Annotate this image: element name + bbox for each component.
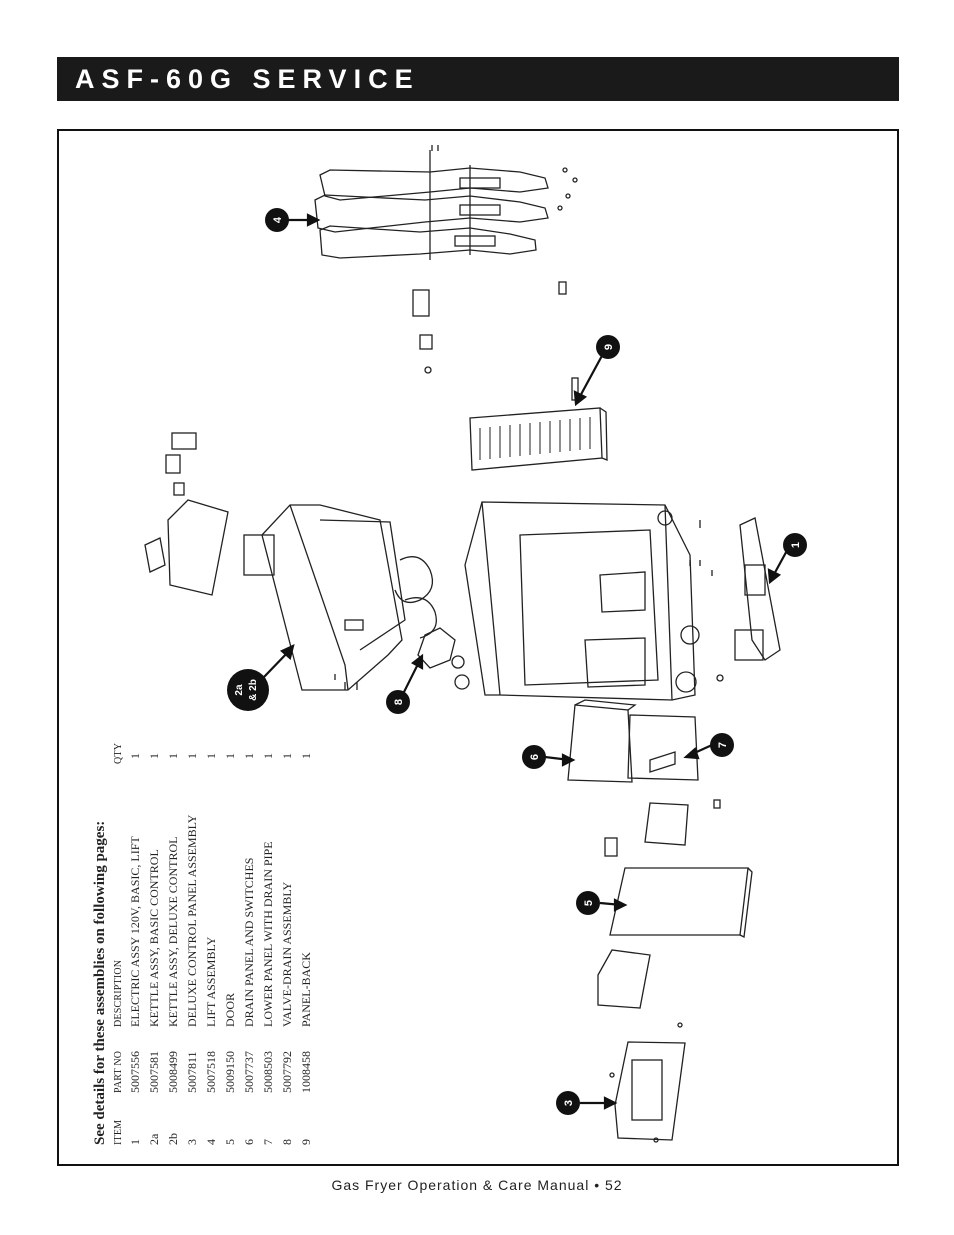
callout-1 xyxy=(783,533,807,557)
col-header-item: ITEM xyxy=(113,1119,124,1145)
page-title: ASF-60G SERVICE xyxy=(75,64,420,94)
bracket-part xyxy=(412,289,430,317)
back-panel-drawing xyxy=(469,407,608,471)
callout-9 xyxy=(596,335,620,359)
small-bracket-part xyxy=(419,334,433,350)
table-row: 3 5007811 DELUXE CONTROL PANEL ASSEMBLY … xyxy=(185,753,199,1145)
col-header-description: DESCRIPTION xyxy=(113,959,124,1027)
callout-3 xyxy=(556,1091,580,1115)
kettle-assembly-drawing xyxy=(243,504,437,691)
parts-table: See details for these assemblies on foll… xyxy=(88,145,323,1145)
svg-text:9: 9 xyxy=(603,344,615,350)
callout-4 xyxy=(265,208,289,232)
drain-panel-drawing xyxy=(567,704,633,783)
table-row: 4 5007518 LIFT ASSEMBLY 1 xyxy=(204,753,218,1145)
svg-text:8: 8 xyxy=(393,699,405,705)
bracket-assembly-drawing xyxy=(597,949,651,1009)
header-bar: ASF-60G SERVICE xyxy=(57,57,899,101)
diagram-frame xyxy=(57,129,899,1166)
callout-2a-2b xyxy=(227,669,269,711)
svg-text:5: 5 xyxy=(583,900,595,906)
table-row: 9 1008458 PANEL-BACK 1 xyxy=(299,753,313,1145)
table-row: 2a 5007581 KETTLE ASSY, BASIC CONTROL 1 xyxy=(147,753,161,1145)
table-row: 1 5007556 ELECTRIC ASSY 120V, BASIC, LIF… xyxy=(128,753,142,1145)
control-panel-drawing xyxy=(614,1041,686,1141)
door-drawing xyxy=(609,867,749,936)
callout-8 xyxy=(386,690,410,714)
parts-table-heading: See details for these assemblies on foll… xyxy=(92,820,108,1145)
page-footer: Gas Fryer Operation & Care Manual • 52 xyxy=(331,1177,623,1193)
svg-text:2a: 2a xyxy=(234,684,245,696)
callout-7 xyxy=(710,733,734,757)
callout-5 xyxy=(576,891,600,915)
callout-6 xyxy=(522,745,546,769)
table-row: 7 5008503 LOWER PANEL WITH DRAIN PIPE 1 xyxy=(261,753,275,1145)
svg-text:4: 4 xyxy=(272,216,284,223)
col-header-qty: QTY xyxy=(113,742,124,764)
lift-assembly-drawing xyxy=(314,145,578,260)
lower-panel-drawing xyxy=(627,714,699,781)
valve-drain-drawing xyxy=(417,627,456,669)
electric-assembly-drawing xyxy=(716,517,781,682)
table-row: 6 5007737 DRAIN PANEL AND SWITCHES 1 xyxy=(242,753,256,1145)
table-row: 2b 5008499 KETTLE ASSY, DELUXE CONTROL 1 xyxy=(166,753,180,1145)
flue-box-drawing xyxy=(167,499,229,596)
svg-text:7: 7 xyxy=(717,742,729,748)
svg-text:& 2b: & 2b xyxy=(248,679,259,701)
svg-text:6: 6 xyxy=(529,754,541,760)
svg-text:3: 3 xyxy=(563,1100,575,1106)
col-header-part-no: PART NO xyxy=(113,1050,124,1093)
svg-text:1: 1 xyxy=(790,542,802,548)
table-row: 5 5009150 DOOR 1 xyxy=(223,753,237,1145)
cabinet-drawing xyxy=(464,501,713,701)
table-row: 8 5007792 VALVE-DRAIN ASSEMBLY 1 xyxy=(280,753,294,1145)
